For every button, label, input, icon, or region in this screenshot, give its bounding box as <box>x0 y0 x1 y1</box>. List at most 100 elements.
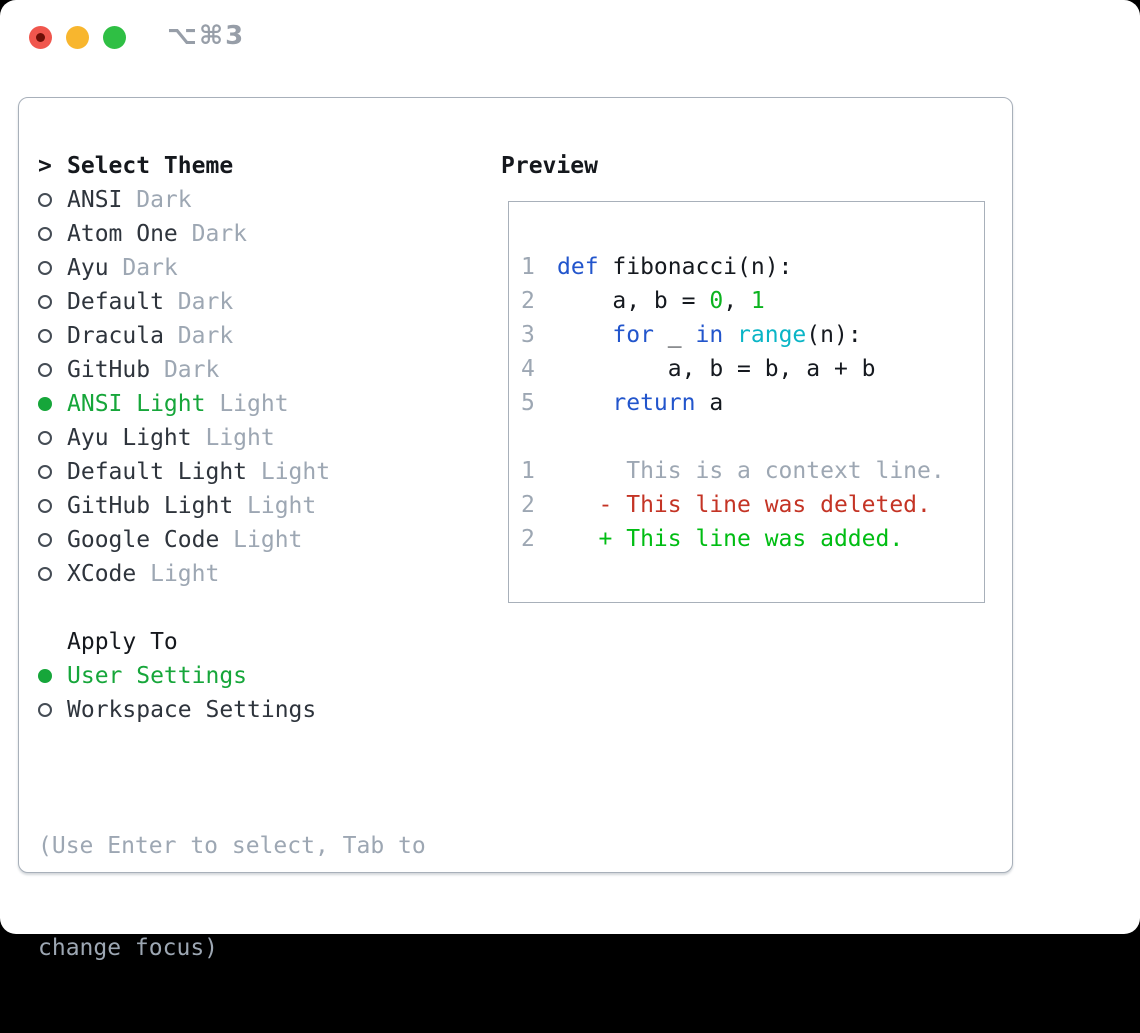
option-label: Default Light <box>67 455 247 489</box>
close-dot-icon <box>36 33 45 42</box>
apply-option-user-settings[interactable]: User Settings <box>38 659 426 693</box>
line-number <box>521 420 557 454</box>
diff-context-line: 1 This is a context line. <box>521 454 972 488</box>
token-plain <box>557 390 612 416</box>
option-label: Google Code <box>67 523 219 557</box>
select-theme-title: Select Theme <box>67 149 233 183</box>
line-content: a, b = b, a + b <box>557 352 876 386</box>
radio-selected-icon <box>38 397 67 411</box>
line-number: 1 <box>521 250 557 284</box>
code-line: 2 a, b = 0, 1 <box>521 284 972 318</box>
option-variant-label: Dark <box>164 353 219 387</box>
option-label: Workspace Settings <box>67 693 316 727</box>
theme-option-github-light[interactable]: GitHub Light Light <box>38 489 426 523</box>
option-label: Dracula <box>67 319 164 353</box>
token-plain: a, b = b, a + b <box>557 356 876 382</box>
line-number: 5 <box>521 386 557 420</box>
radio-icon <box>38 499 67 513</box>
option-variant-label: Light <box>261 455 330 489</box>
line-number: 2 <box>521 488 557 522</box>
token-add: + This line was added. <box>557 526 903 552</box>
radio-icon <box>38 329 67 343</box>
radio-selected-icon <box>38 669 67 683</box>
option-label: GitHub Light <box>67 489 233 523</box>
radio-icon <box>38 533 67 547</box>
option-label: ANSI <box>67 183 122 217</box>
help-text: (Use Enter to select, Tab to change focu… <box>38 761 426 1033</box>
option-variant-label: Light <box>247 489 316 523</box>
line-content: for _ in range(n): <box>557 318 862 352</box>
apply-to-title: Apply To <box>67 625 178 659</box>
diff-added-line: 2 + This line was added. <box>521 522 972 556</box>
line-content: This is a context line. <box>557 454 945 488</box>
token-fn: range <box>737 322 806 348</box>
apply-option-workspace-settings[interactable]: Workspace Settings <box>38 693 426 727</box>
theme-option-github[interactable]: GitHub Dark <box>38 353 426 387</box>
titlebar: ⌥⌘3 <box>0 0 1140 74</box>
radio-icon <box>38 431 67 445</box>
token-plain: (n): <box>806 322 861 348</box>
radio-icon <box>38 567 67 581</box>
code-line: 3 for _ in range(n): <box>521 318 972 352</box>
zoom-button[interactable] <box>103 26 126 49</box>
line-content: - This line was deleted. <box>557 488 931 522</box>
option-label: ANSI Light <box>67 387 205 421</box>
help-line-2: change focus) <box>38 931 426 965</box>
radio-icon <box>38 465 67 479</box>
token-plain: a, b = <box>557 288 709 314</box>
token-plain: fibonacci(n): <box>599 254 793 280</box>
theme-option-xcode[interactable]: XCode Light <box>38 557 426 591</box>
blank-line <box>521 420 972 454</box>
code-line: 5 return a <box>521 386 972 420</box>
theme-option-default[interactable]: Default Dark <box>38 285 426 319</box>
radio-icon <box>38 261 67 275</box>
line-number: 3 <box>521 318 557 352</box>
option-label: XCode <box>67 557 136 591</box>
preview-title: Preview <box>501 149 985 183</box>
token-kw: in <box>695 322 723 348</box>
token-num: 1 <box>751 288 765 314</box>
radio-icon <box>38 193 67 207</box>
token-num: 0 <box>709 288 723 314</box>
option-variant-label: Dark <box>178 319 233 353</box>
line-number: 4 <box>521 352 557 386</box>
line-number: 2 <box>521 284 557 318</box>
theme-option-dracula[interactable]: Dracula Dark <box>38 319 426 353</box>
radio-icon <box>38 295 67 309</box>
line-content: def fibonacci(n): <box>557 250 792 284</box>
focus-caret-icon: > <box>38 149 67 183</box>
option-label: Ayu Light <box>67 421 192 455</box>
token-kw: return <box>612 390 695 416</box>
theme-option-default-light[interactable]: Default Light Light <box>38 455 426 489</box>
option-variant-label: Light <box>150 557 219 591</box>
line-content: return a <box>557 386 723 420</box>
option-variant-label: Dark <box>178 285 233 319</box>
option-variant-label: Dark <box>122 251 177 285</box>
line-number: 2 <box>521 522 557 556</box>
token-del: - This line was deleted. <box>557 492 931 518</box>
token-plain: _ <box>654 322 696 348</box>
close-button[interactable] <box>29 26 52 49</box>
radio-icon <box>38 703 67 717</box>
minimize-button[interactable] <box>66 26 89 49</box>
option-label: GitHub <box>67 353 150 387</box>
option-label: Atom One <box>67 217 178 251</box>
option-label: Default <box>67 285 164 319</box>
diff-deleted-line: 2 - This line was deleted. <box>521 488 972 522</box>
token-kw: for <box>612 322 654 348</box>
token-plain: , <box>723 288 751 314</box>
